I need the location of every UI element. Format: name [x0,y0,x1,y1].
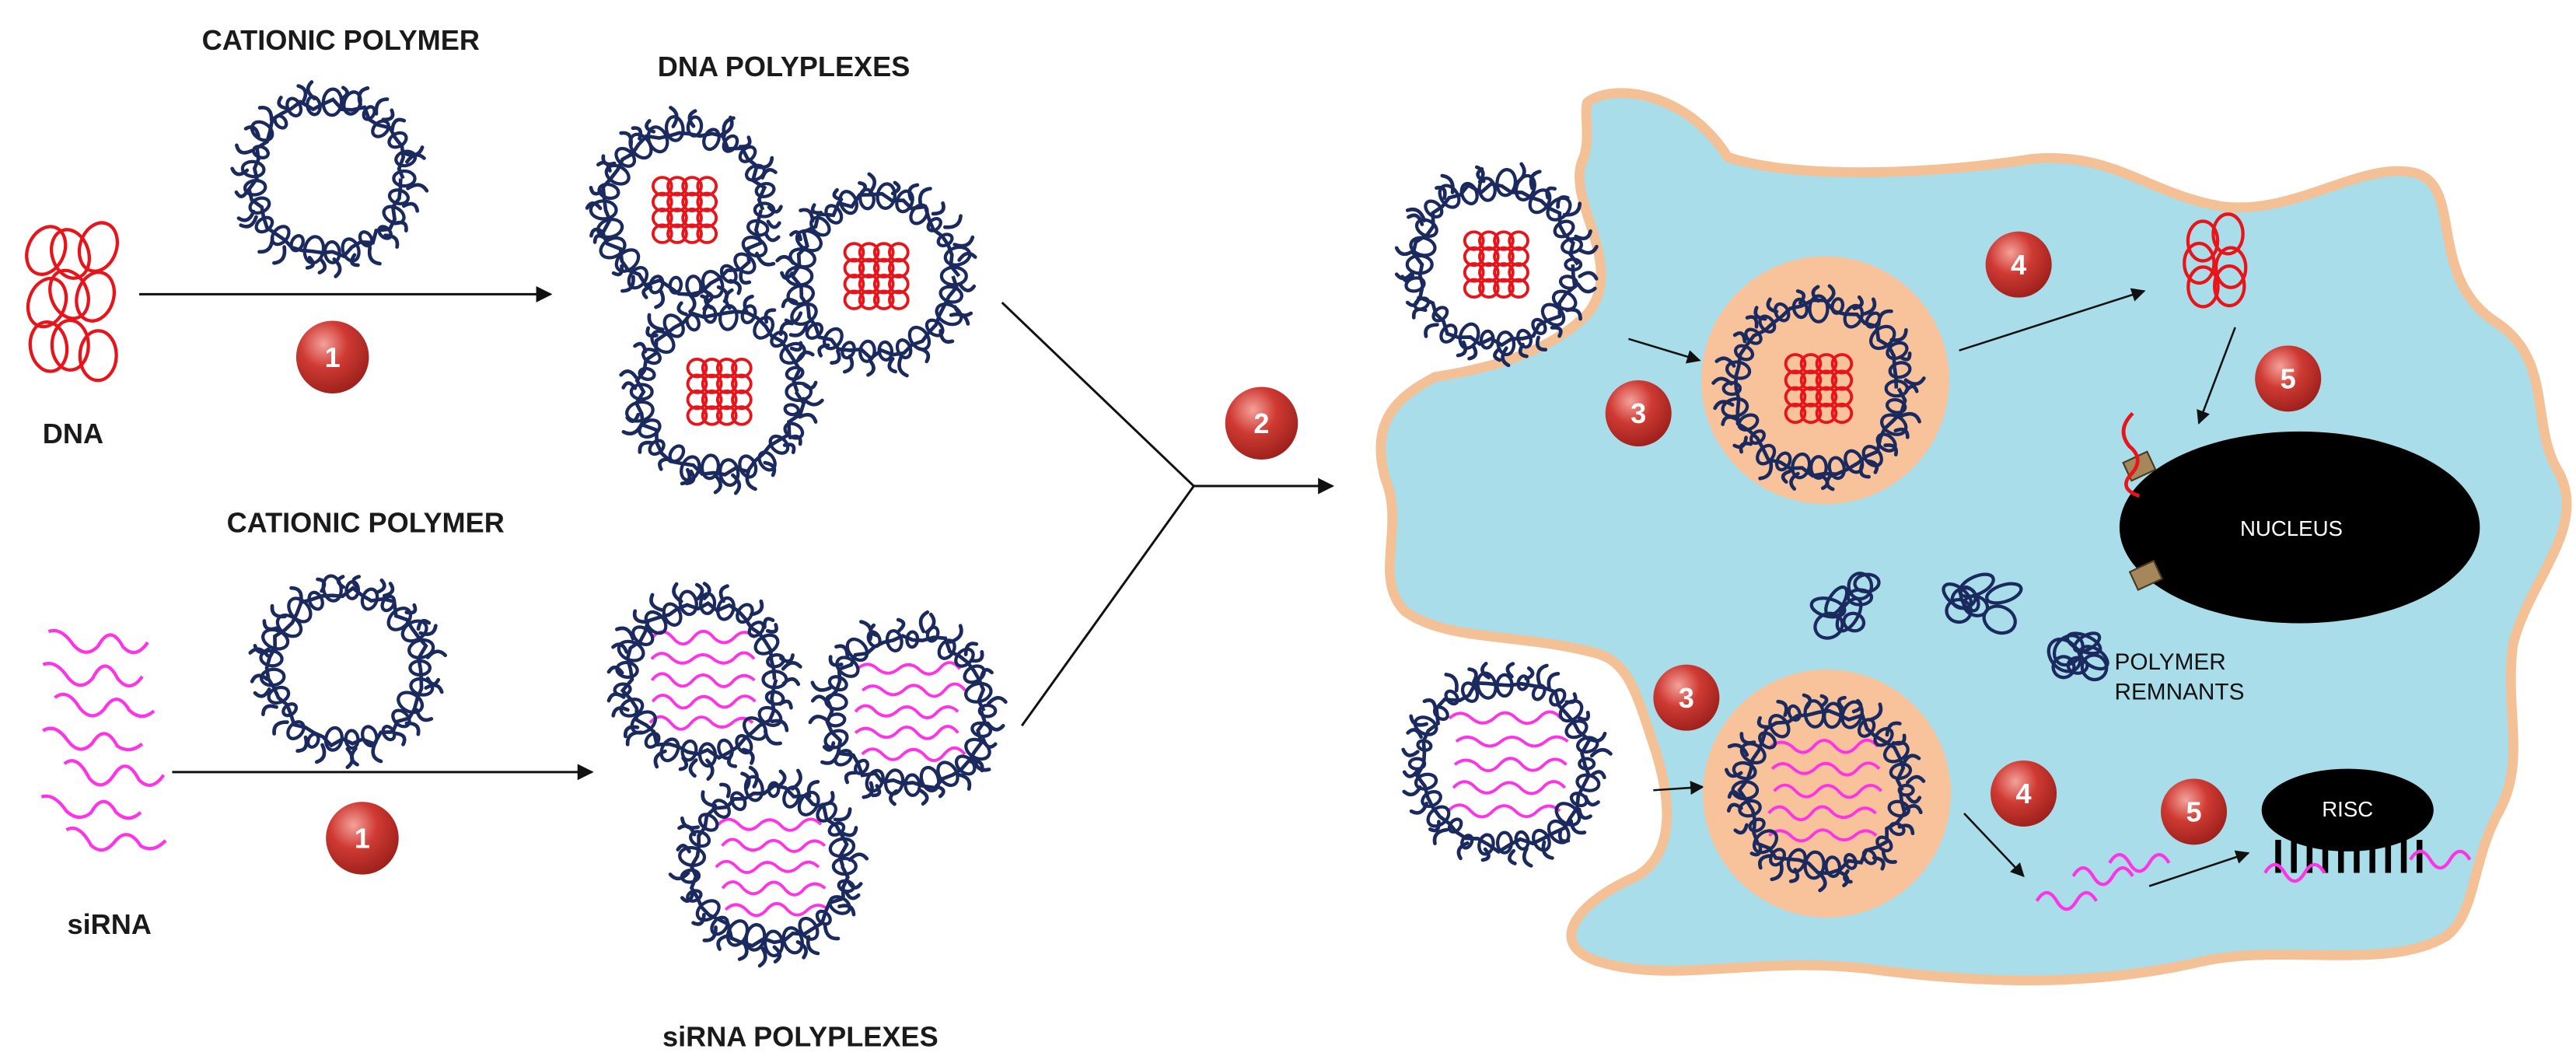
step-badge-3-top: 3 [1605,379,1672,447]
dna-polyplex-1 [585,106,783,314]
label-polymer-remnants-line1: POLYMER [2114,649,2225,675]
svg-text:3: 3 [1679,682,1694,714]
nuclear-pore-bottom [2128,559,2164,591]
sirna-polyplex-endosome [1724,693,1926,893]
label-cationic-polymer-top: CATIONIC POLYMER [202,24,480,56]
free-sirna-strands [40,628,167,852]
label-dna-polyplexes: DNA POLYPLEXES [658,51,911,82]
dna-polyplex-endosome [1711,284,1926,491]
svg-text:4: 4 [2011,249,2026,281]
label-dna: DNA [43,418,103,449]
dna-entering-nucleus [2121,411,2141,498]
arrow-step5-bottom [2148,850,2250,887]
label-polymer-remnants-line2: REMNANTS [2114,679,2244,705]
label-cationic-polymer-bottom: CATIONIC POLYMER [227,507,505,539]
arrow-step5-top [2197,327,2236,425]
free-dna-strand [25,221,119,383]
arrow-step4-bottom [1963,813,2025,878]
dna-polyplex-3 [619,288,824,495]
sirna-polyplex-3 [668,765,869,968]
cationic-polymer-bottom [248,574,448,770]
arrow-merge [1001,301,1196,727]
step-badge-4-bottom: 4 [1991,760,2057,827]
dna-polyplex-2 [775,172,977,378]
step-badge-4-top: 4 [1985,231,2052,298]
arrow-step3-top [1628,337,1701,364]
step-badge-5-bottom: 5 [2161,778,2228,845]
svg-text:2: 2 [1253,407,1269,439]
svg-text:1: 1 [355,823,370,855]
svg-text:5: 5 [2281,363,2296,395]
step-badge-3-bottom: 3 [1653,664,1720,731]
sirna-polyplex-1 [606,582,802,782]
arrow-step3-bottom [1653,781,1704,795]
step-badge-2: 2 [1225,386,1298,460]
label-sirna: siRNA [67,908,151,940]
label-nucleus: NUCLEUS [2240,516,2343,540]
step-badge-1-top: 1 [295,320,369,393]
risc-teeth [2275,839,2423,873]
sirna-polyplex-2 [808,610,1008,806]
svg-text:4: 4 [2016,778,2032,809]
nucleus [2119,431,2480,624]
svg-text:1: 1 [325,341,341,373]
arrow-step4-top [1959,288,2146,351]
cationic-polymer-top [230,80,429,278]
label-sirna-polyplexes: siRNA POLYPLEXES [662,1021,938,1053]
step-badge-5-top: 5 [2255,345,2322,412]
label-risc: RISC [2322,797,2373,821]
cell-body [1375,88,2572,986]
sirna-polyplex-entering [1401,662,1613,868]
released-dna [2183,212,2248,309]
svg-text:5: 5 [2186,796,2201,828]
polymer-remnants [1809,572,2109,682]
dna-polyplex-entering [1394,162,1599,368]
step-badge-1-bottom: 1 [326,802,399,875]
released-sirna [2035,849,2472,911]
risc-complex [2261,768,2434,851]
svg-text:3: 3 [1631,397,1646,429]
